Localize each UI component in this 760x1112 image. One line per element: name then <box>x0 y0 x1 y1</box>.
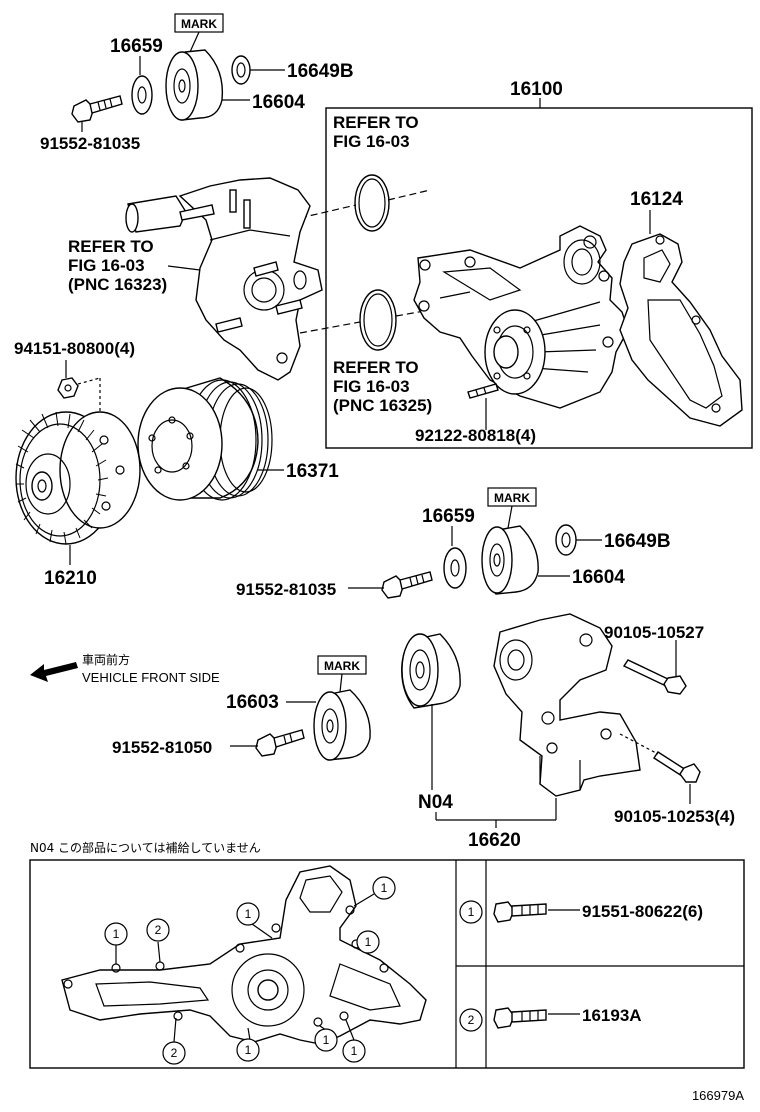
figure-number: 166979A <box>692 1088 744 1103</box>
vehicle-front-arrow-icon <box>30 662 78 682</box>
mark-box-top: MARK <box>174 13 224 33</box>
label-16100: 16100 <box>510 79 563 100</box>
label-16210: 16210 <box>44 568 97 589</box>
label-16659-top: 16659 <box>110 36 163 57</box>
refer-b-line2: FIG 16-03 <box>68 256 145 275</box>
label-94151: 94151-80800(4) <box>14 339 135 358</box>
washer-16659-top <box>131 75 153 115</box>
legend-row-1: 1 91551-80622(6) <box>459 900 703 924</box>
refer-a-line2: FIG 16-03 <box>333 132 410 151</box>
label-90105-10253: 90105-10253(4) <box>614 807 735 826</box>
svg-text:1: 1 <box>245 1043 252 1057</box>
callout-circle: 1 <box>314 1025 338 1052</box>
svg-text:MARK: MARK <box>494 491 530 505</box>
label-91552-81035-top: 91552-81035 <box>40 134 140 153</box>
bolt-location-inset <box>29 859 745 1069</box>
inset-water-pump-outline <box>61 865 427 1045</box>
bolt-90105-10527 <box>622 659 687 695</box>
label-16603: 16603 <box>226 692 279 713</box>
vehicle-front-en: VEHICLE FRONT SIDE <box>82 670 220 685</box>
callout-circle: 1 <box>342 1019 366 1063</box>
callout-circle: 1 <box>104 922 128 964</box>
label-91552-81035-mid: 91552-81035 <box>236 580 336 599</box>
washer-16649b-top <box>231 55 251 85</box>
vehicle-front-jp: 車両前方 <box>82 652 130 667</box>
stud-92122 <box>467 383 499 399</box>
svg-text:1: 1 <box>351 1044 358 1058</box>
svg-text:MARK: MARK <box>181 17 217 31</box>
fan-pulley-16371 <box>137 377 273 501</box>
label-91552-81050: 91552-81050 <box>112 738 212 757</box>
note-n04: N04 この部品については補給していません <box>30 840 261 855</box>
label-16649b-mid: 16649B <box>604 531 671 552</box>
callout-circle: 2 <box>162 1017 186 1065</box>
bolt-icon <box>493 901 547 923</box>
mark-box-low: MARK <box>317 655 367 675</box>
fan-clutch-16210 <box>15 411 141 545</box>
svg-text:1: 1 <box>245 907 252 921</box>
callout-circle: 1 <box>356 930 380 954</box>
label-n04: N04 <box>418 792 453 813</box>
gasket-16124 <box>619 233 743 427</box>
label-16604-top: 16604 <box>252 92 305 113</box>
o-ring-lower <box>359 289 397 351</box>
callout-circle: 1 <box>353 876 396 907</box>
washer-16649b-mid <box>555 524 577 556</box>
water-inlet-housing <box>125 177 323 381</box>
bolt-91552-81035-top <box>71 95 123 123</box>
mark-box-mid: MARK <box>487 487 537 507</box>
legend-2-part: 16193A <box>582 1006 642 1025</box>
callout-circle: 1 <box>236 1027 260 1062</box>
nut-94151 <box>57 377 79 399</box>
o-ring-top <box>354 174 390 232</box>
callout-circle: 1 <box>236 902 273 939</box>
label-16649b-top: 16649B <box>287 61 354 82</box>
tensioner-bracket <box>493 613 641 797</box>
refer-b-line3: (PNC 16323) <box>68 275 167 294</box>
refer-c-line2: FIG 16-03 <box>333 377 410 396</box>
label-16620: 16620 <box>468 830 521 851</box>
refer-a-line1: REFER TO <box>333 113 419 132</box>
legend-1-part: 91551-80622(6) <box>582 902 703 921</box>
svg-text:1: 1 <box>381 881 388 895</box>
svg-text:2: 2 <box>468 1013 475 1027</box>
bolt-90105-10253 <box>653 751 701 783</box>
bolt-91552-81050 <box>255 729 305 757</box>
refer-b-line1: REFER TO <box>68 237 154 256</box>
label-16659-mid: 16659 <box>422 506 475 527</box>
svg-text:2: 2 <box>155 923 162 937</box>
label-16604-mid: 16604 <box>572 567 625 588</box>
label-16124: 16124 <box>630 189 683 210</box>
svg-text:1: 1 <box>468 905 475 919</box>
idler-pulley-16604-mid <box>481 525 539 595</box>
svg-text:MARK: MARK <box>324 659 360 673</box>
idler-pulley-16603 <box>313 689 371 761</box>
refer-c-line3: (PNC 16325) <box>333 396 432 415</box>
svg-text:1: 1 <box>113 927 120 941</box>
tensioner-pulley-n04 <box>401 633 461 709</box>
refer-c-line1: REFER TO <box>333 358 419 377</box>
idler-pulley-16604-top <box>165 49 224 121</box>
label-16371: 16371 <box>286 461 339 482</box>
svg-text:1: 1 <box>365 935 372 949</box>
callout-circle: 2 <box>146 918 170 963</box>
water-pump-assy-box <box>325 107 753 449</box>
bolt-icon <box>493 1007 547 1029</box>
legend-row-2: 2 16193A <box>459 1006 642 1032</box>
label-92122: 92122-80818(4) <box>415 426 536 445</box>
water-pump-body <box>413 225 629 409</box>
bolt-91552-81035-mid <box>381 571 433 599</box>
washer-16659-mid <box>443 547 467 589</box>
label-90105-10527: 90105-10527 <box>604 623 704 642</box>
svg-text:1: 1 <box>323 1033 330 1047</box>
svg-text:2: 2 <box>171 1046 178 1060</box>
